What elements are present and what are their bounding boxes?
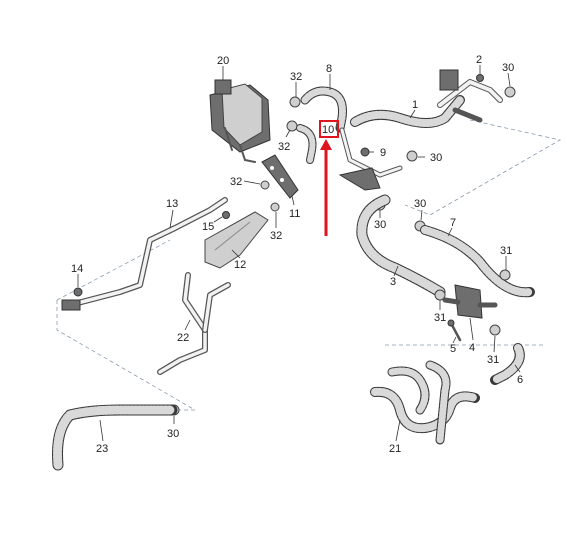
part-8-hose[interactable] [296, 86, 347, 164]
part-23-hose[interactable] [52, 404, 178, 471]
callout-30[interactable]: 30 [502, 62, 514, 74]
callout-3[interactable]: 3 [390, 276, 396, 288]
callout-32[interactable]: 32 [290, 71, 302, 83]
callout-30[interactable]: 30 [414, 198, 426, 210]
callout-4[interactable]: 4 [469, 342, 475, 354]
part-9-nut[interactable] [360, 147, 370, 157]
callout-20[interactable]: 20 [217, 55, 229, 67]
callout-32[interactable]: 32 [278, 141, 290, 153]
callout-15[interactable]: 15 [202, 221, 214, 233]
callout-30[interactable]: 30 [430, 152, 442, 164]
callout-30[interactable]: 30 [374, 219, 386, 231]
part-22-pipe[interactable] [157, 272, 231, 375]
part-13-pipe[interactable] [61, 197, 228, 311]
part-4-valve[interactable] [442, 284, 498, 319]
callout-9[interactable]: 9 [380, 147, 386, 159]
callout-14[interactable]: 14 [71, 263, 83, 275]
callout-11[interactable]: 11 [289, 208, 300, 220]
part-2-screw[interactable] [476, 74, 484, 82]
part-1-hose[interactable] [350, 69, 503, 128]
callout-10[interactable]: 10 [322, 124, 334, 136]
part-15-screw[interactable] [222, 211, 230, 219]
callout-1[interactable]: 1 [412, 99, 418, 111]
part-11-bracket[interactable] [261, 154, 299, 199]
part-31-clamps[interactable] [434, 269, 511, 336]
part-5-bolt[interactable] [447, 319, 462, 342]
highlight-box [319, 120, 339, 138]
callout-22[interactable]: 22 [177, 332, 189, 344]
callout-6[interactable]: 6 [517, 374, 523, 386]
callout-7[interactable]: 7 [450, 217, 456, 229]
callout-31[interactable]: 31 [434, 312, 446, 324]
part-7-hose[interactable] [420, 225, 535, 298]
callout-2[interactable]: 2 [476, 54, 482, 66]
callout-31[interactable]: 31 [487, 354, 499, 366]
highlight-arrow-head [320, 139, 332, 150]
callout-31[interactable]: 31 [500, 245, 512, 257]
callout-32[interactable]: 32 [270, 230, 282, 242]
callout-13[interactable]: 13 [166, 198, 178, 210]
part-10-pipe[interactable] [338, 127, 403, 191]
part-3-hose[interactable] [356, 194, 446, 298]
part-12-heat-shield[interactable] [204, 211, 269, 269]
part-20-pump-module[interactable] [209, 79, 271, 163]
part-14-nut[interactable] [73, 287, 83, 297]
leader-lines [77, 65, 521, 442]
callout-32[interactable]: 32 [230, 176, 242, 188]
callout-23[interactable]: 23 [96, 443, 108, 455]
part-32-clamps[interactable] [260, 96, 301, 212]
callout-30[interactable]: 30 [167, 428, 179, 440]
highlight-marker [319, 120, 339, 236]
part-21-hose-assembly[interactable] [370, 360, 480, 445]
callout-12[interactable]: 12 [234, 259, 246, 271]
callout-5[interactable]: 5 [450, 343, 456, 355]
callout-8[interactable]: 8 [326, 63, 332, 75]
callout-21[interactable]: 21 [389, 443, 401, 455]
callout-labels: 20 32 8 1 2 30 10 32 9 30 32 11 30 30 7 … [71, 54, 523, 455]
part-6-hose[interactable] [490, 343, 525, 385]
